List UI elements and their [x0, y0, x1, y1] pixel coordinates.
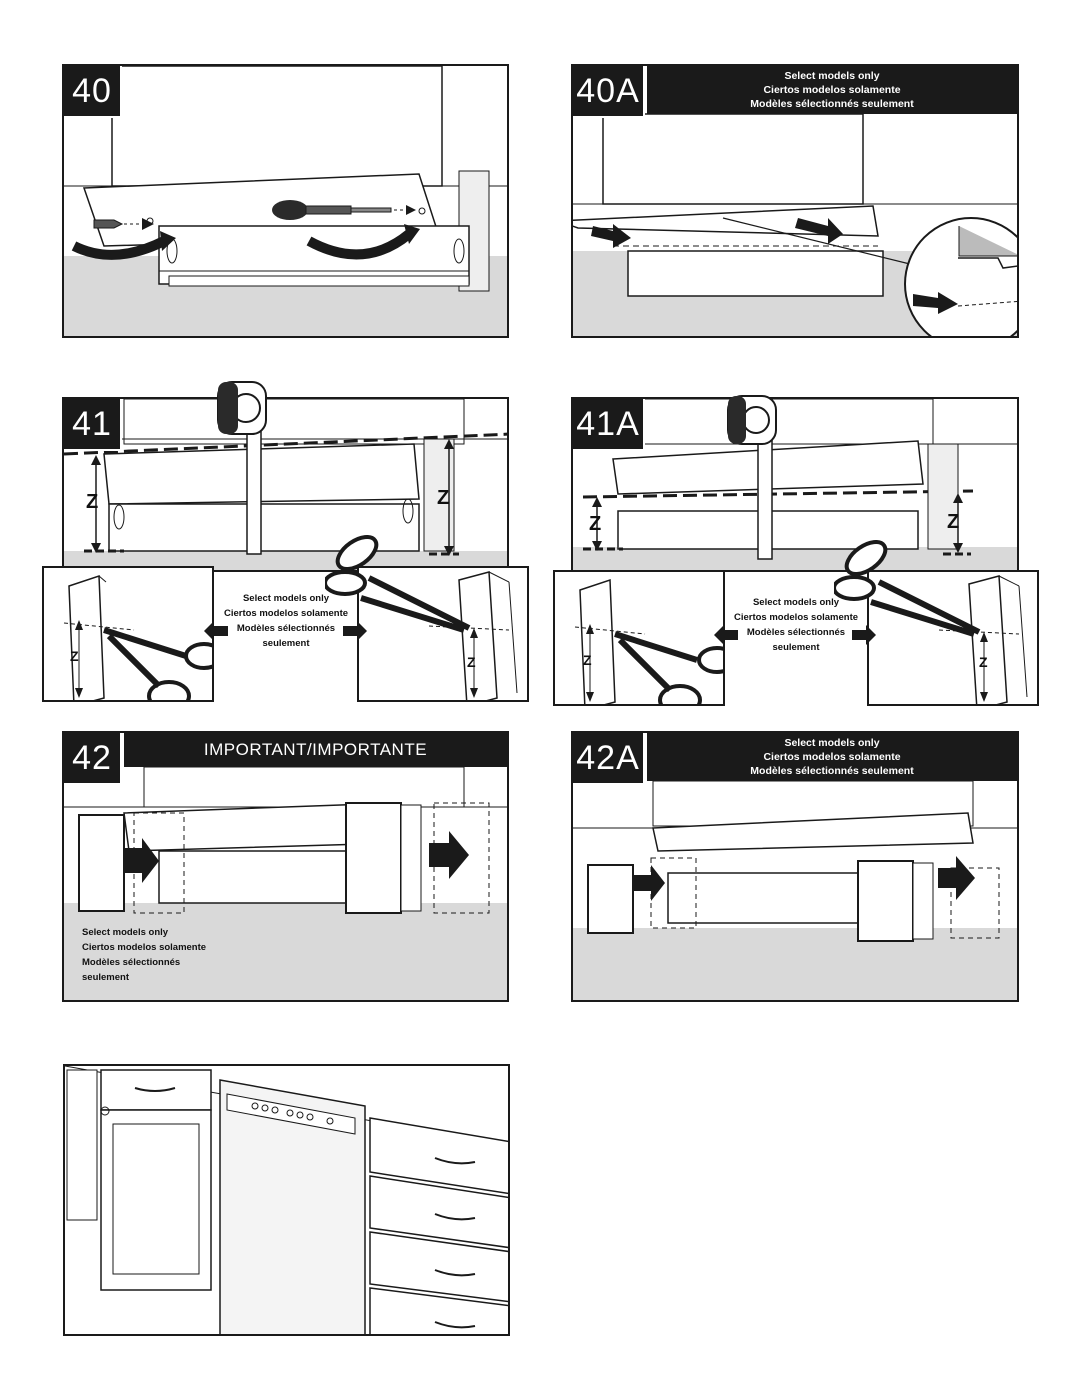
panel-step-40a: 40A Select models only Ciertos modelos s… [571, 64, 1019, 338]
z-dimension-right: Z [947, 511, 960, 533]
trim-detail-right: Z [357, 566, 529, 702]
note-fr-cont: seulement [262, 638, 310, 649]
select-models-note: Select models only Ciertos modelos solam… [82, 925, 262, 985]
trim-detail-left: Z [553, 570, 725, 706]
note-fr: Modèles sélectionnés [236, 623, 336, 634]
z-dimension-left: Z [86, 491, 99, 513]
panel-step-42a: 42A Select models only Ciertos modelos s… [571, 731, 1019, 1002]
step-42a-illustration [573, 780, 1017, 1000]
note-es: Ciertos modelos solamente [82, 942, 207, 953]
z-dimension-right: Z [437, 487, 450, 509]
note-en: Select models only [752, 597, 840, 608]
step-number: 40 [64, 66, 122, 118]
note-es: Ciertos modelos solamente [763, 751, 901, 763]
step-number: 41A [573, 399, 645, 451]
notice-header: Select models only Ciertos modelos solam… [647, 733, 1017, 781]
note-en: Select models only [784, 737, 880, 749]
note-fr: Modèles sélectionnés seulement [750, 98, 914, 110]
magnifier-detail [904, 217, 1017, 336]
arrow-right-icon [343, 621, 367, 641]
note-fr: Modèles sélectionnés [746, 627, 846, 638]
z-dimension: Z [70, 648, 79, 664]
note-fr: Modèles sélectionnés seulement [750, 765, 914, 777]
step-number: 40A [573, 66, 645, 118]
note-fr-cont: seulement [772, 642, 820, 653]
tape-measure-icon [727, 395, 777, 445]
step-42-illustration [64, 766, 507, 1000]
panel-step-40: 40 [62, 64, 509, 338]
arrow-left-icon [714, 625, 738, 645]
trim-cut-illustration [574, 578, 723, 704]
note-en: Select models only [242, 593, 330, 604]
scissors-icon [834, 540, 888, 601]
note-en: Select models only [784, 70, 880, 82]
step-number: 41 [64, 399, 122, 451]
trim-detail-right: Z [867, 570, 1039, 706]
panel-step-41a: 41A Z Z [571, 397, 1019, 572]
z-dimension: Z [583, 652, 592, 668]
select-models-note: Select models only Ciertos modelos solam… [727, 595, 865, 655]
panel-step-42: 42 IMPORTANT/IMPORTANTE Select models on… [62, 731, 509, 1002]
installed-dishwasher-illustration [65, 1066, 508, 1334]
z-dimension: Z [467, 654, 476, 670]
trim-detail-left: Z [42, 566, 214, 702]
note-en: Select models only [82, 927, 169, 938]
tape-measure-icon [217, 381, 267, 435]
notice-header: Select models only Ciertos modelos solam… [647, 66, 1017, 114]
z-dimension: Z [979, 654, 988, 670]
step-40-illustration [64, 66, 507, 336]
trim-cut-illustration [63, 574, 212, 700]
trim-cut-illustration [360, 571, 518, 700]
note-es: Ciertos modelos solamente [763, 84, 901, 96]
panel-installed-view [63, 1064, 510, 1336]
note-fr-cont: seulement [82, 972, 129, 983]
note-es: Ciertos modelos solamente [733, 612, 859, 623]
z-dimension-left: Z [589, 513, 602, 535]
trim-cut-illustration [870, 575, 1028, 704]
panel-step-41: 41 Z Z [62, 397, 509, 572]
arrow-right-icon [852, 625, 876, 645]
note-fr: Modèles sélectionnés [82, 957, 181, 968]
arrow-left-icon [204, 621, 228, 641]
note-es: Ciertos modelos solamente [223, 608, 349, 619]
important-banner: IMPORTANT/IMPORTANTE [124, 733, 507, 767]
step-number: 42 [64, 733, 122, 785]
step-41-illustration [64, 399, 507, 570]
scissors-icon [325, 535, 379, 596]
select-models-note: Select models only Ciertos modelos solam… [218, 591, 354, 651]
step-number: 42A [573, 733, 645, 785]
